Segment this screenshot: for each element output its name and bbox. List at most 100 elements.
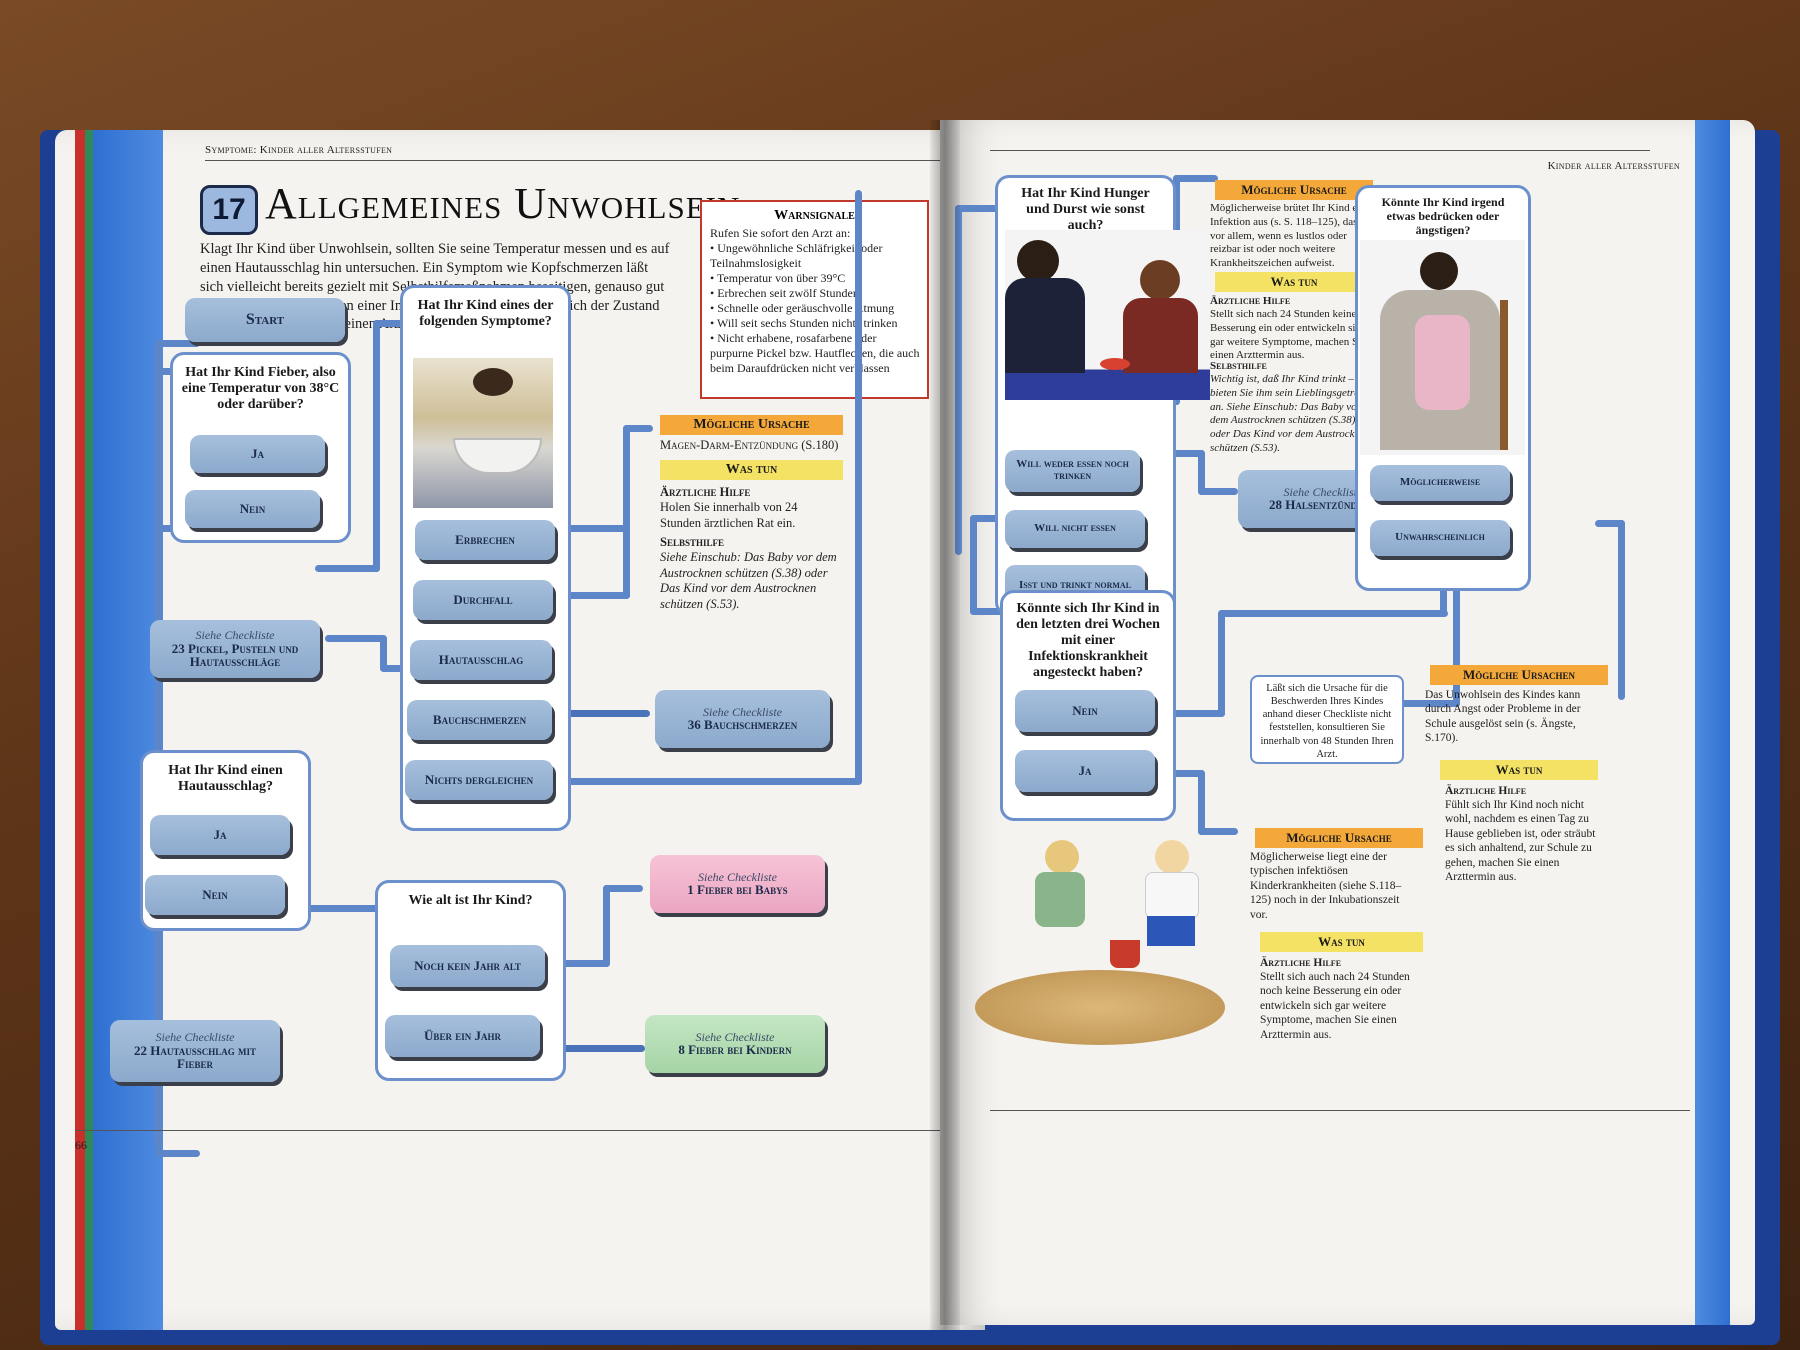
- sick-child-photo: [413, 358, 553, 508]
- checklist-22-top: Siehe Checkliste: [155, 1030, 235, 1045]
- cause3-todo-header: Was tun: [1260, 932, 1423, 952]
- flow-line: [955, 205, 962, 555]
- symptom-button[interactable]: Hautausschlag: [410, 640, 552, 680]
- flow-line: [155, 340, 162, 1150]
- warn-item: • Erbrechen seit zwölf Stunden: [710, 286, 859, 300]
- flow-line: [1198, 828, 1238, 835]
- chapter-title: Allgemeines Unwohlsein: [265, 179, 741, 228]
- cause3-text: Möglicherweise liegt eine der typischen …: [1250, 851, 1402, 921]
- checklist-1-top: Siehe Checkliste: [698, 869, 777, 884]
- checklist-22-label: 22 Hautausschlag mit Fieber: [134, 1042, 256, 1072]
- flow-line: [1165, 710, 1225, 717]
- age-under-one-button[interactable]: Noch kein Jahr alt: [390, 945, 545, 987]
- worry-option-button[interactable]: Unwahrscheinlich: [1370, 520, 1510, 556]
- hunger-option-button[interactable]: Will nicht essen: [1005, 510, 1145, 548]
- worry-question: Könnte Ihr Kind irgend etwas bedrücken o…: [1381, 195, 1505, 237]
- warn-item: • Schnelle oder geräuschvolle Atmung: [710, 301, 895, 315]
- blue-edge-band: [93, 130, 163, 1330]
- worry-option-button[interactable]: Möglicherweise: [1370, 465, 1510, 501]
- fever-no-button[interactable]: Nein: [185, 490, 320, 528]
- flow-line: [373, 320, 380, 572]
- fever-yes-button[interactable]: Ja: [190, 435, 325, 473]
- rash-yes-button[interactable]: Ja: [150, 815, 290, 855]
- todo-header: Was tun: [660, 460, 843, 480]
- hunger-question: Hat Ihr Kind Hunger und Durst wie sonst …: [1021, 186, 1150, 234]
- feeding-photo: [1005, 230, 1210, 400]
- self-text: Siehe Einschub: Das Baby vor dem Austroc…: [660, 550, 837, 611]
- flow-line: [970, 515, 1000, 522]
- flow-line: [155, 340, 200, 347]
- age-question: Wie alt ist Ihr Kind?: [408, 893, 533, 908]
- note-box: Läßt sich die Ursache für die Beschwerde…: [1250, 675, 1404, 764]
- cause-text: Magen-Darm-Entzündung (S.180): [660, 438, 839, 452]
- color-edge-green: [85, 130, 93, 1330]
- flow-line: [1198, 450, 1205, 495]
- flow-line: [555, 960, 610, 967]
- arzt-label: Ärztliche Hilfe: [660, 485, 751, 499]
- left-page: Symptome: Kinder aller Altersstufen 17 A…: [55, 130, 985, 1330]
- cause1-header: Mögliche Ursache: [1215, 180, 1373, 200]
- note-text: Läßt sich die Ursache für die Beschwerde…: [1260, 683, 1394, 760]
- cause1-text: Möglicherweise brütet Ihr Kind eine Infe…: [1210, 202, 1375, 269]
- arzt-text: Holen Sie innerhalb von 24 Stunden ärztl…: [660, 500, 798, 530]
- flow-line: [380, 635, 387, 670]
- flow-line: [603, 885, 643, 892]
- cause1-self-text: Wichtig ist, daß Ihr Kind trinkt – biete…: [1210, 373, 1371, 454]
- warn-item: • Ungewöhnliche Schläfrigkeit oder Teiln…: [710, 241, 883, 270]
- rash-no-button[interactable]: Nein: [145, 875, 285, 915]
- cause1-todo-header: Was tun: [1215, 272, 1373, 292]
- flow-line: [325, 635, 385, 642]
- checklist-23-label: 23 Pickel, Pusteln und Hautausschläge: [171, 640, 299, 670]
- sandbox-photo: [965, 820, 1235, 1050]
- book-gutter: [930, 120, 960, 1330]
- cause1-self-label: Selbsthilfe: [1210, 360, 1267, 372]
- flow-line: [1165, 770, 1205, 777]
- infection-question: Könnte sich Ihr Kind in den letzten drei…: [1016, 601, 1160, 681]
- symptom-button[interactable]: Bauchschmerzen: [407, 700, 552, 740]
- hunger-option-button[interactable]: Will weder essen noch trinken: [1005, 450, 1140, 492]
- flow-line: [1380, 700, 1460, 707]
- flow-line: [1595, 520, 1625, 527]
- cause3-arzt-label: Ärztliche Hilfe: [1260, 957, 1342, 969]
- running-head-left: Symptome: Kinder aller Altersstufen: [205, 144, 393, 156]
- flow-arrow: [560, 710, 650, 717]
- flow-line: [1453, 570, 1460, 707]
- cause1-arzt-text: Stellt sich nach 24 Stunden keine Besser…: [1210, 308, 1367, 362]
- flow-line: [560, 592, 630, 599]
- start-button[interactable]: Start: [185, 298, 345, 342]
- flow-line: [955, 205, 1005, 212]
- footer-rule: [990, 1110, 1690, 1111]
- page-number: 66: [75, 1138, 87, 1152]
- flow-line: [300, 905, 380, 912]
- flow-line: [1198, 770, 1205, 835]
- symptom-button[interactable]: Durchfall: [413, 580, 553, 620]
- warn-list: • Ungewöhnliche Schläfrigkeit oder Teiln…: [710, 241, 922, 376]
- flow-line: [603, 885, 610, 967]
- cause2-todo-header: Was tun: [1440, 760, 1598, 780]
- cause2-arzt-label: Ärztliche Hilfe: [1445, 785, 1527, 797]
- header-rule: [205, 160, 945, 161]
- self-label: Selbsthilfe: [660, 535, 724, 549]
- symptom-button[interactable]: Nichts dergleichen: [405, 760, 553, 800]
- cause3-header: Mögliche Ursache: [1255, 828, 1423, 848]
- flow-line: [1218, 610, 1225, 717]
- warn-title: Warnsignale: [774, 208, 855, 223]
- infection-yes-button[interactable]: Ja: [1015, 750, 1155, 792]
- flow-line: [155, 1150, 200, 1157]
- age-over-one-button[interactable]: Über ein Jahr: [385, 1015, 540, 1057]
- symptom-button[interactable]: Erbrechen: [415, 520, 555, 560]
- footer-rule: [75, 1130, 945, 1131]
- cause2-header: Mögliche Ursachen: [1430, 665, 1608, 685]
- cause2-text: Das Unwohlsein des Kindes kann durch Ang…: [1425, 689, 1581, 745]
- fever-question: Hat Ihr Kind Fieber, also eine Temperatu…: [181, 365, 340, 413]
- comforting-photo: [1360, 240, 1525, 455]
- flow-line: [560, 525, 630, 532]
- blue-edge-band: [1695, 120, 1730, 1325]
- warn-item: • Will seit sechs Stunden nichts trinken: [710, 316, 898, 330]
- infection-no-button[interactable]: Nein: [1015, 690, 1155, 732]
